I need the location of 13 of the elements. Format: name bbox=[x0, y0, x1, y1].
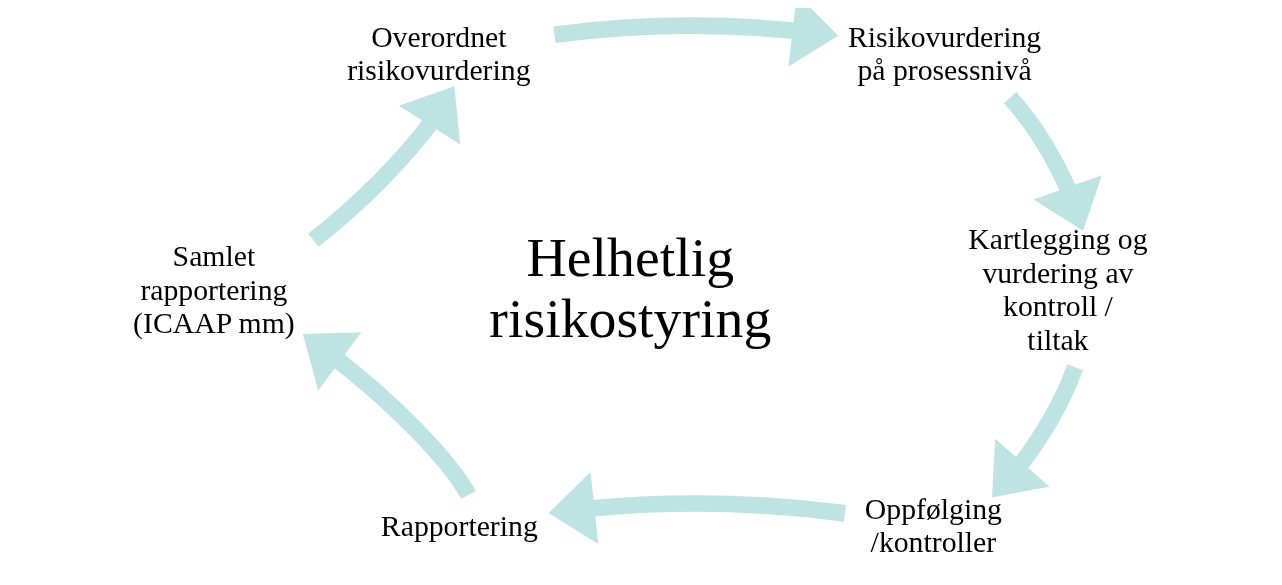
arrow bbox=[1003, 92, 1102, 231]
node-text: Kartlegging og vurdering av kontroll / tiltak bbox=[967, 222, 1148, 356]
arrow bbox=[548, 471, 846, 545]
node-text: Samlet rapportering (ICAAP mm) bbox=[132, 239, 295, 340]
node-text: Rapportering bbox=[380, 508, 538, 542]
arrow bbox=[991, 364, 1083, 498]
arrow bbox=[302, 332, 476, 500]
node-text: Oppfølging /kontroller bbox=[864, 491, 1002, 559]
arrow bbox=[307, 86, 460, 247]
label: Helhetlig risikostyring bbox=[488, 225, 771, 350]
arrow bbox=[552, 8, 838, 67]
node-text: Risikovurdering på prosessnivå bbox=[847, 19, 1041, 87]
node-text: Overordnet risikovurdering bbox=[346, 19, 531, 87]
